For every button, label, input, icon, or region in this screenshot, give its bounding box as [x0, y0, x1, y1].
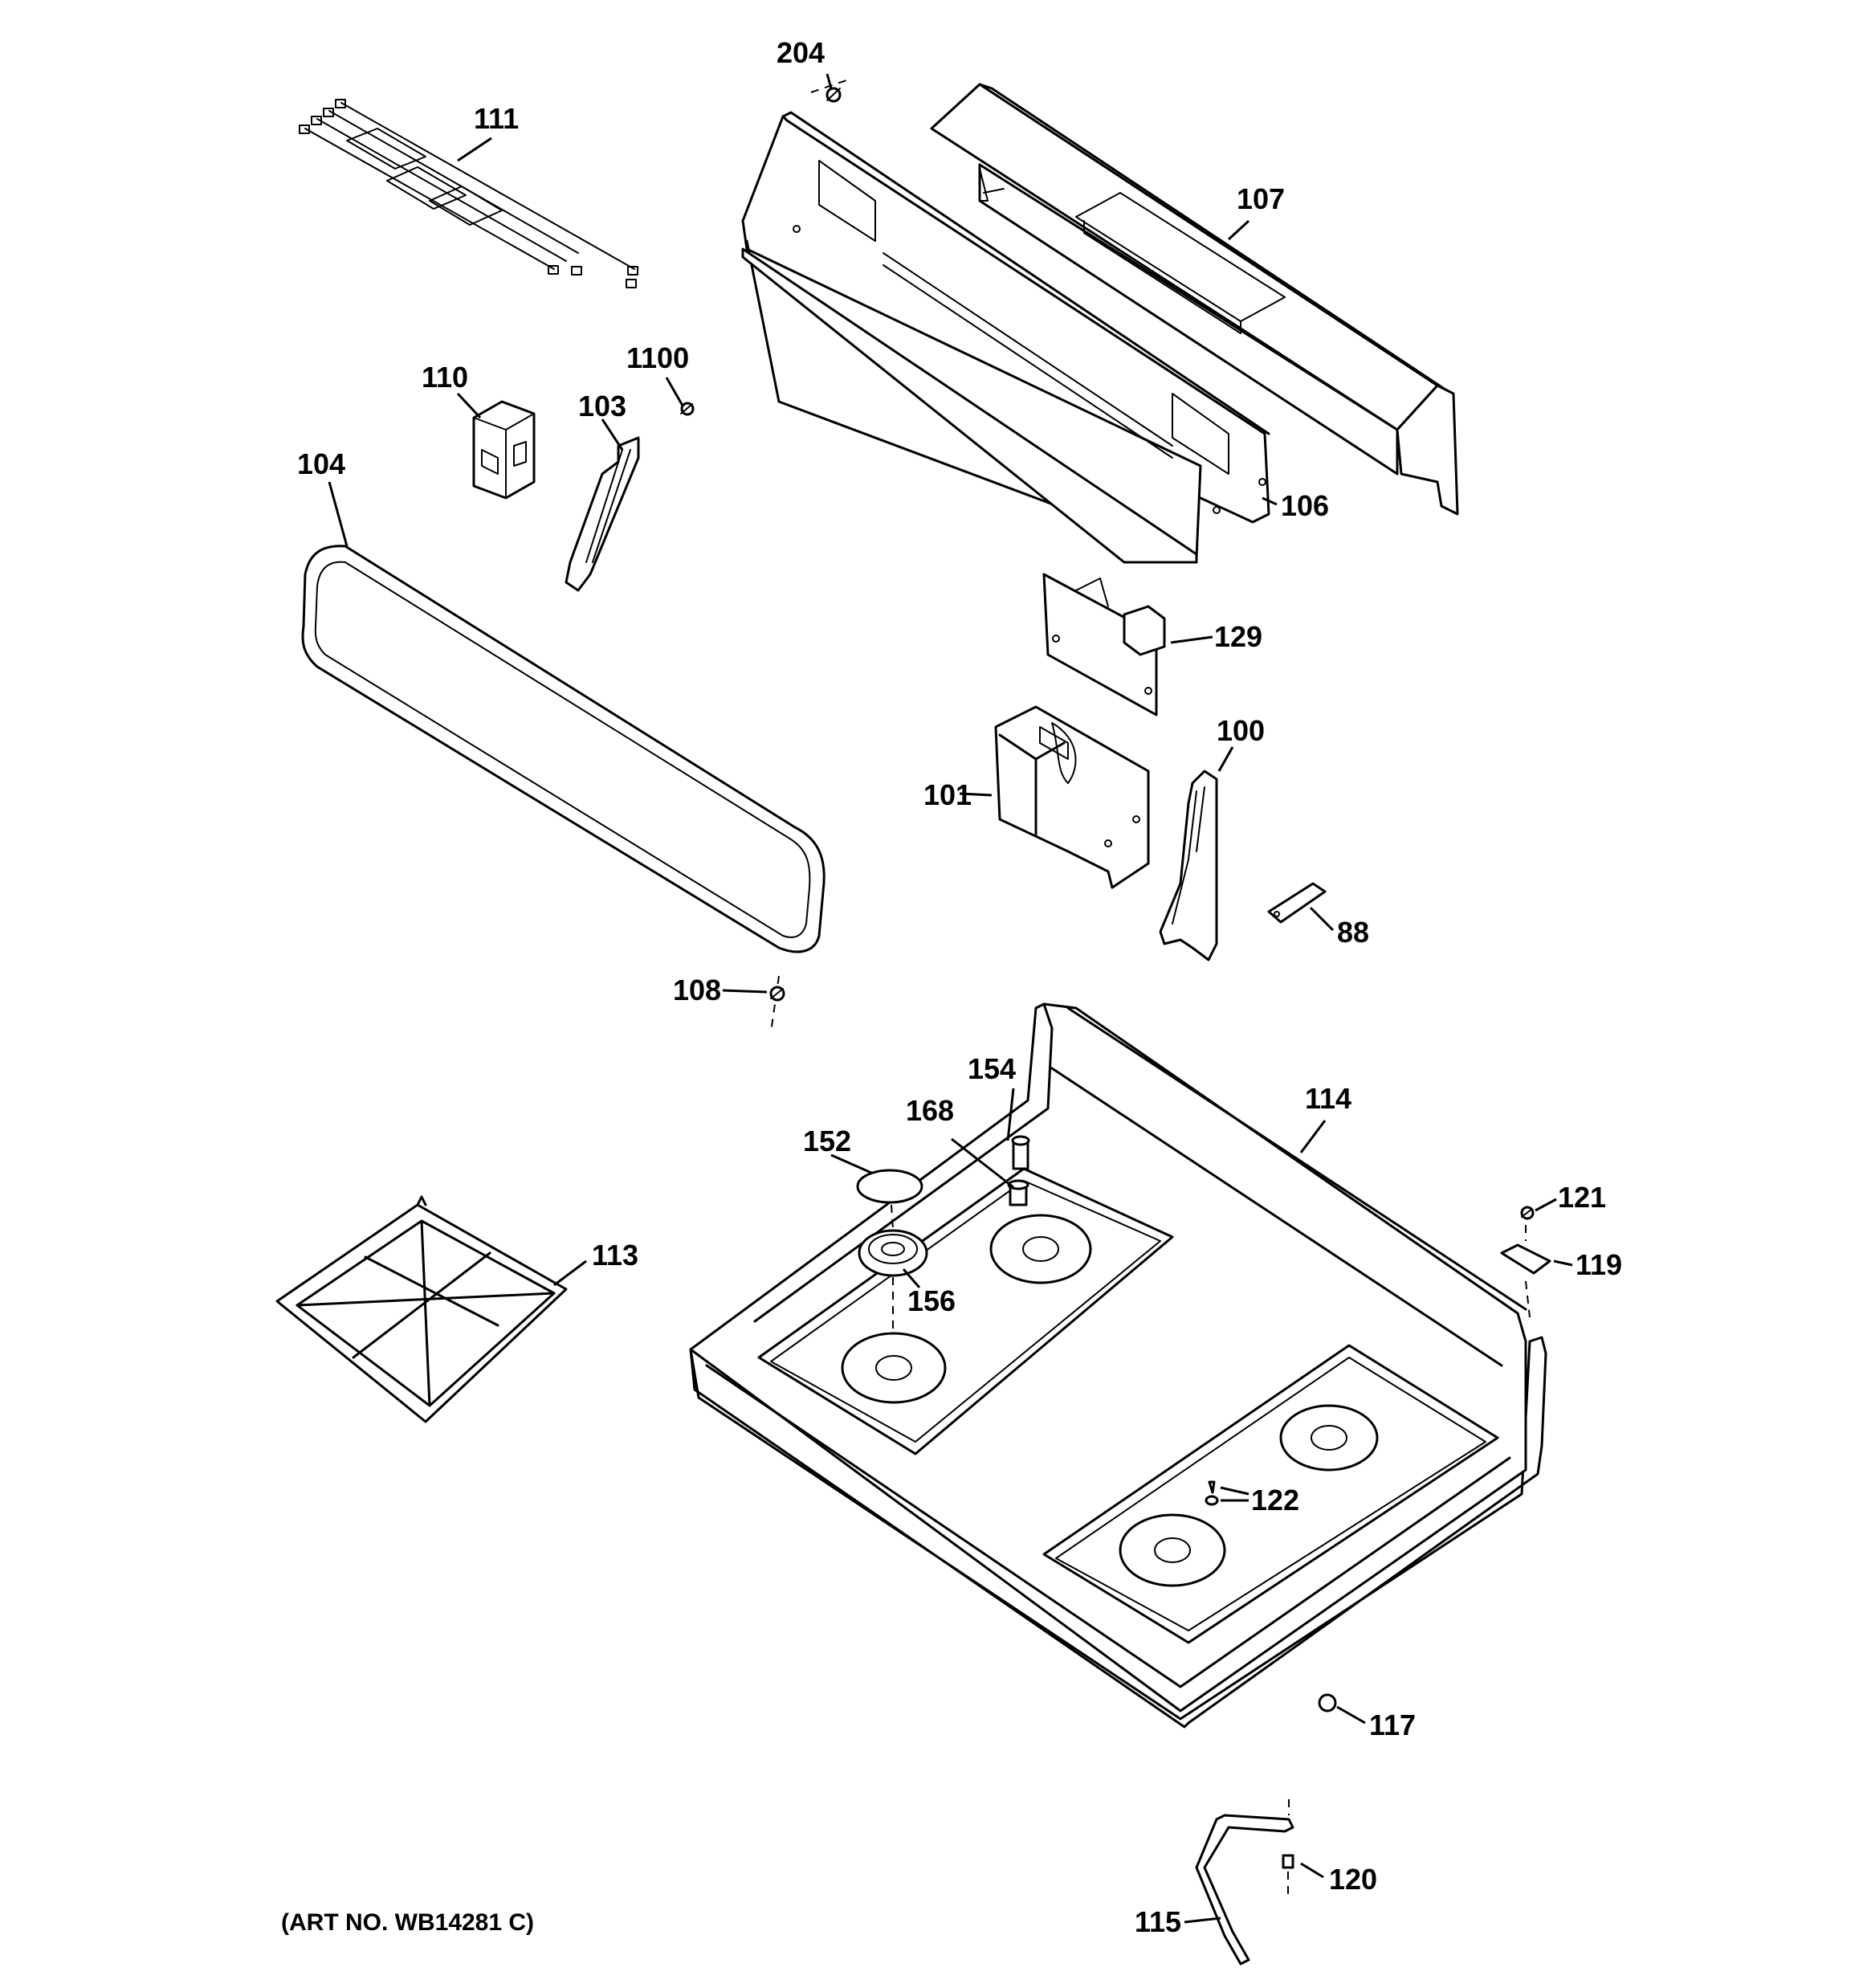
part-113-grate: [275, 1195, 568, 1423]
part-88-clip: [1267, 882, 1327, 924]
part-122-screw: [1205, 1480, 1219, 1506]
label-106: 106: [1281, 489, 1329, 522]
label-111: 111: [474, 102, 519, 135]
leader-lines: [328, 73, 1573, 1924]
part-104-backguard: [301, 545, 826, 953]
label-156: 156: [907, 1284, 956, 1317]
label-122: 122: [1251, 1484, 1299, 1517]
part-117-nut: [1318, 1693, 1337, 1712]
part-111-wire-harness: [299, 99, 638, 288]
part-121-screw: [1520, 1206, 1535, 1220]
part-114-cooktop: [689, 1002, 1547, 1729]
part-156-burner-head: [858, 1204, 928, 1333]
label-119: 119: [1576, 1248, 1622, 1281]
part-108-screw: [769, 975, 785, 1033]
label-107: 107: [1237, 182, 1285, 215]
art-number: (ART NO. WB14281 C): [281, 1909, 534, 1936]
part-129-control-board: [1042, 573, 1166, 716]
part-100-side-bracket: [1159, 769, 1218, 961]
label-110: 110: [422, 361, 468, 394]
part-101-mounting-bracket: [994, 705, 1150, 889]
part-106-backsplash-panel: [741, 111, 1270, 564]
part-154-orifice: [1011, 1135, 1030, 1170]
label-117: 117: [1369, 1708, 1416, 1741]
label-113: 113: [592, 1239, 638, 1272]
label-115: 115: [1135, 1905, 1181, 1938]
label-103: 103: [578, 390, 626, 423]
part-labels: 204 111 107 1100 110 103 104 106 129 100…: [281, 36, 1622, 1938]
label-120: 120: [1329, 1863, 1377, 1896]
part-115-rod: [1195, 1799, 1294, 1966]
label-101: 101: [923, 778, 972, 811]
label-1100: 1100: [626, 341, 689, 374]
part-152-burner-cap: [856, 1169, 923, 1204]
label-154: 154: [968, 1052, 1016, 1085]
label-104: 104: [297, 447, 345, 480]
label-204: 204: [777, 36, 825, 69]
label-88: 88: [1337, 916, 1369, 949]
part-103-bracket: [565, 436, 640, 592]
label-129: 129: [1214, 620, 1262, 653]
label-121: 121: [1558, 1181, 1606, 1214]
label-152: 152: [803, 1125, 851, 1157]
part-110-control-box: [472, 400, 536, 500]
label-100: 100: [1217, 714, 1265, 747]
part-1100-screw: [680, 402, 695, 416]
label-168: 168: [906, 1094, 954, 1127]
label-108: 108: [673, 974, 721, 1006]
part-204-screw: [810, 78, 852, 103]
part-120-screw: [1282, 1854, 1294, 1900]
part-107-top-trim: [930, 83, 1459, 516]
part-119-hinge-bracket: [1500, 1225, 1551, 1318]
label-114: 114: [1305, 1082, 1351, 1115]
part-168-orifice: [1007, 1179, 1029, 1206]
